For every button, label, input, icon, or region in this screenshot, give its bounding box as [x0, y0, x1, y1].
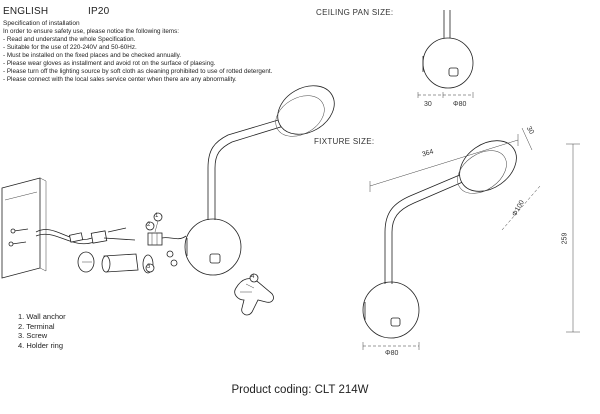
pan-depth-dim: 30 [424, 101, 432, 108]
wall-anchor-drawing [8, 228, 29, 247]
callout-3: 3 [147, 264, 151, 270]
base-diameter-dim: Φ80 [385, 350, 399, 357]
ceiling-pan-size-label: CEILING PAN SIZE: [316, 8, 394, 17]
spec-line: - Must be installed on the fixed places … [3, 52, 182, 59]
spec-list: In order to ensure safety use, please no… [3, 28, 333, 84]
spec-title: Specification of installation [3, 20, 80, 27]
spec-line: - Please connect with the local sales se… [3, 76, 237, 83]
fixture-size-label: FIXTURE SIZE: [314, 137, 375, 146]
spec-line: - Read and understand the whole Specific… [3, 36, 136, 43]
spec-line: - Please wear gloves as installment and … [3, 60, 216, 67]
legend-item-holder-ring: 4. Holder ring [18, 340, 64, 350]
legend-item-terminal: 2. Terminal [18, 321, 55, 331]
hand-touch-drawing [234, 278, 274, 316]
pan-diameter-dim: Φ80 [453, 101, 467, 108]
callout-markers [145, 212, 259, 283]
holder-ring-drawing [77, 250, 178, 274]
legend-item-wall-anchor: 1. Wall anchor [18, 312, 66, 321]
ceiling-pan-drawing [417, 10, 474, 98]
callout-1: 1 [155, 213, 159, 219]
product-coding: Product coding: CLT 214W [231, 384, 369, 396]
fixture-drawing [362, 127, 580, 350]
lamp-assembly-drawing [184, 85, 335, 276]
legend-item-screw: 3. Screw [18, 331, 48, 340]
language-label: ENGLISH [3, 6, 49, 17]
spec-line: In order to ensure safety use, please no… [3, 28, 180, 35]
spec-line: - Suitable for the use of 220-240V and 5… [3, 44, 137, 51]
height-dim: 259 [561, 232, 569, 245]
callout-4: 4 [251, 274, 255, 280]
ip-rating-label: IP20 [88, 6, 110, 17]
parts-legend: 1. Wall anchor 2. Terminal 3. Screw 4. H… [18, 312, 66, 350]
wall-plate-drawing [1, 177, 47, 279]
spec-line: - Please turn off the lighting source by… [3, 68, 273, 75]
callout-2: 2 [147, 222, 151, 228]
wiring-drawing [35, 227, 187, 246]
